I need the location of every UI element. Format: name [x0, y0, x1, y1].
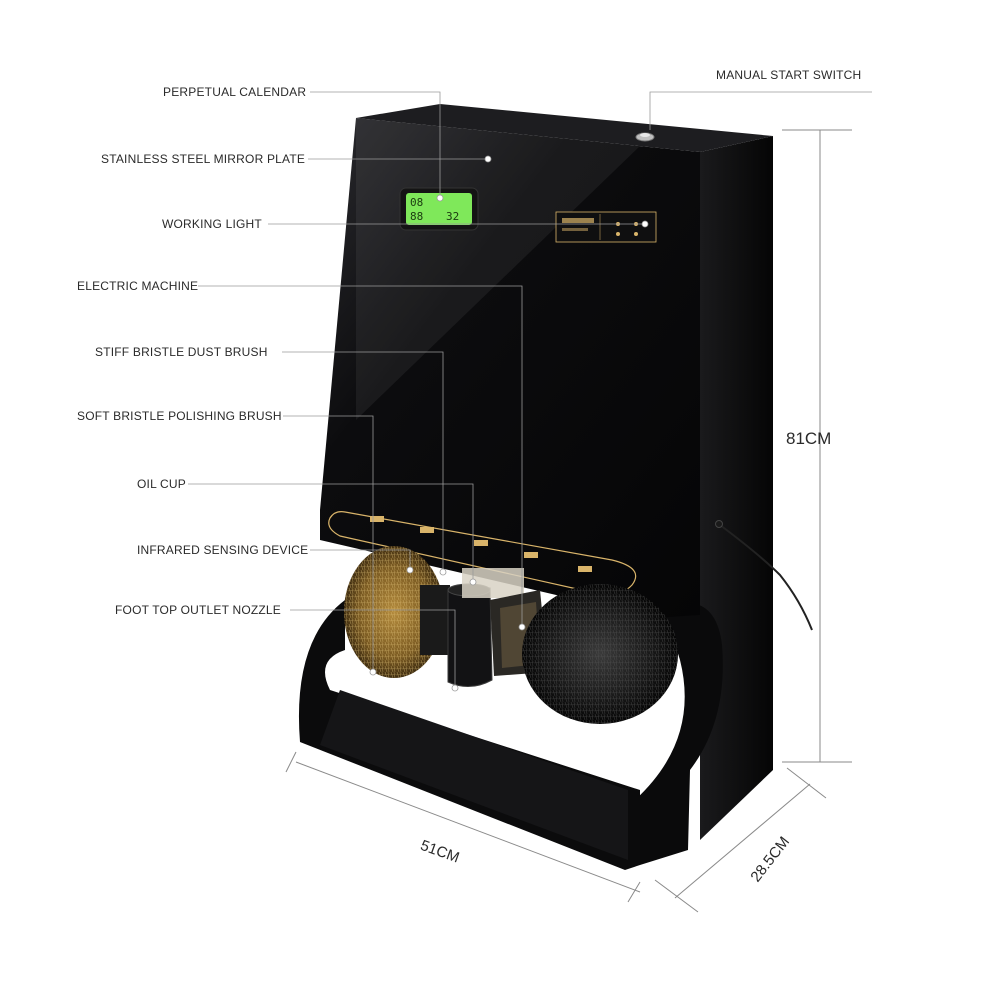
oil-cup [447, 587, 493, 687]
dimension-width: 51CM [418, 837, 461, 867]
label-electric-machine: ELECTRIC MACHINE [77, 279, 198, 293]
calendar-lcd-screen [406, 193, 472, 225]
cord-port [715, 520, 723, 528]
mirror-plate [320, 118, 700, 618]
top-edge [356, 104, 773, 152]
label-foot-top-outlet-nozzle: FOOT TOP OUTLET NOZZLE [115, 603, 281, 617]
calendar-lcd-digits: 08 88 32 [410, 196, 459, 223]
label-working-light: WORKING LIGHT [162, 217, 262, 231]
label-stainless-steel-mirror-plate: STAINLESS STEEL MIRROR PLATE [101, 152, 305, 166]
label-stiff-bristle-dust-brush: STIFF BRISTLE DUST BRUSH [95, 345, 268, 359]
panel-text-bar [562, 218, 594, 223]
brush-hub [420, 585, 450, 655]
power-cord [719, 524, 813, 631]
dimension-lines [285, 129, 852, 913]
label-perpetual-calendar: PERPETUAL CALENDAR [163, 85, 306, 99]
side-foot [635, 602, 723, 865]
label-soft-bristle-polishing-brush: SOFT BRISTLE POLISHING BRUSH [77, 409, 282, 423]
shoe-polisher-machine: 08 88 32 [298, 104, 813, 870]
label-manual-start-switch: MANUAL START SWITCH [716, 68, 861, 82]
svg-text:32: 32 [446, 210, 459, 223]
side-panel [700, 136, 773, 840]
polishing-brush-texture [522, 584, 678, 724]
part-labels: PERPETUAL CALENDAR STAINLESS STEEL MIRRO… [77, 68, 861, 617]
dimension-height: 81CM [786, 429, 831, 448]
leader-lines [188, 91, 872, 686]
svg-text:88: 88 [410, 210, 423, 223]
panel-led [616, 232, 620, 236]
leader-dots [369, 155, 649, 692]
label-oil-cup: OIL CUP [137, 477, 186, 491]
dust-brush-texture [344, 546, 444, 678]
base-floor [320, 690, 628, 860]
panel-text-bar [562, 228, 588, 231]
panel-led [634, 232, 638, 236]
touch-strip-marks [370, 516, 592, 572]
switch-knob-top [640, 133, 650, 137]
label-infrared-sensing-device: INFRARED SENSING DEVICE [137, 543, 308, 557]
svg-text:08: 08 [410, 196, 423, 209]
dimension-depth: 28.5CM [747, 833, 793, 885]
working-light-panel [555, 211, 657, 243]
